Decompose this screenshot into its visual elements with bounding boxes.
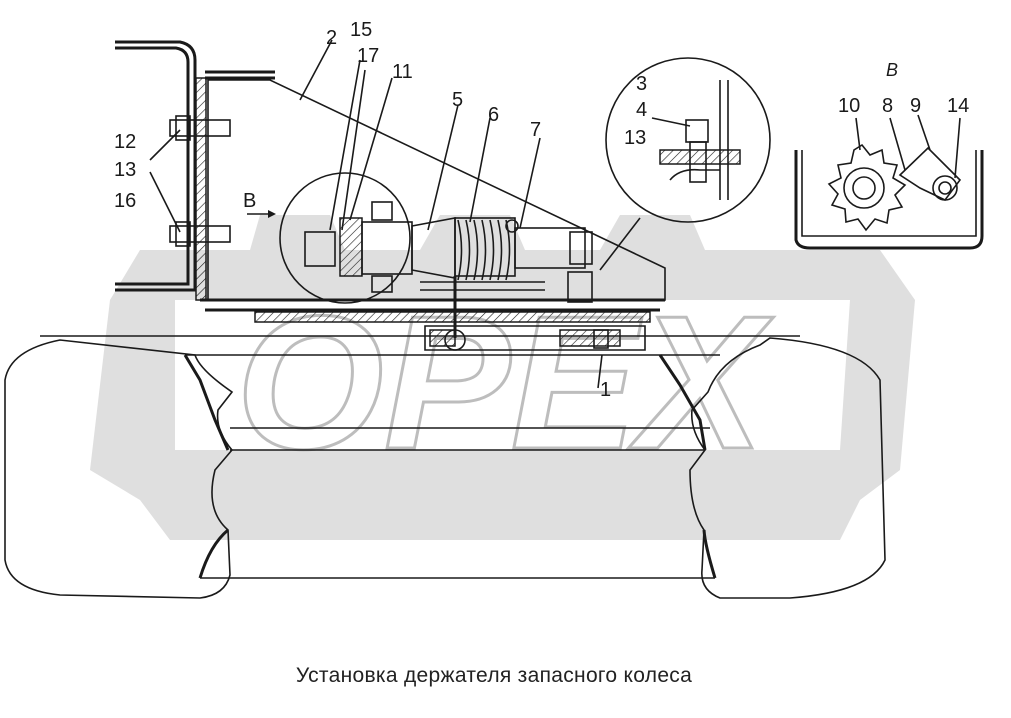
- view-b-ratchet: [794, 143, 984, 250]
- callout-6: 6: [488, 104, 499, 126]
- spare-wheel: [4, 335, 886, 599]
- callout-10: 10: [838, 95, 860, 117]
- triangular-plate: [200, 79, 666, 323]
- callout-13-bracket: 13: [114, 159, 136, 181]
- callout-13-detail: 13: [624, 127, 646, 149]
- callout-4: 4: [636, 99, 647, 121]
- ratchet-wheel: [827, 143, 907, 232]
- callout-9: 9: [910, 95, 921, 117]
- callout-1: 1: [600, 379, 611, 401]
- callout-8: 8: [882, 95, 893, 117]
- callout-11: 11: [392, 61, 413, 83]
- view-letter: В: [886, 60, 898, 80]
- leader-lines: [149, 39, 961, 389]
- callout-14: 14: [947, 95, 969, 117]
- callout-12: 12: [114, 131, 136, 153]
- callout-7: 7: [530, 119, 541, 141]
- screw-mechanism: [304, 201, 593, 351]
- spring: [457, 219, 511, 281]
- figure-caption: Установка держателя запасного колеса: [296, 664, 692, 687]
- view-arrow: [247, 210, 276, 218]
- detail-circle-right: [599, 57, 771, 271]
- callout-17: 17: [357, 45, 379, 67]
- detail-circle-left: [279, 172, 411, 304]
- callout-5: 5: [452, 89, 463, 111]
- callout-15: 15: [350, 19, 372, 41]
- callout-2: 2: [326, 27, 337, 49]
- frame-bracket: [115, 40, 275, 301]
- lower-carrier: [424, 325, 646, 351]
- callout-16: 16: [114, 190, 136, 212]
- view-arrow-label: В: [243, 190, 256, 212]
- callout-labels: 1 2 15 17 11 5 6 7 3 4 13 12 13 16 10 8 …: [114, 19, 969, 401]
- callout-3: 3: [636, 73, 647, 95]
- watermark-gear-icon: [90, 215, 915, 540]
